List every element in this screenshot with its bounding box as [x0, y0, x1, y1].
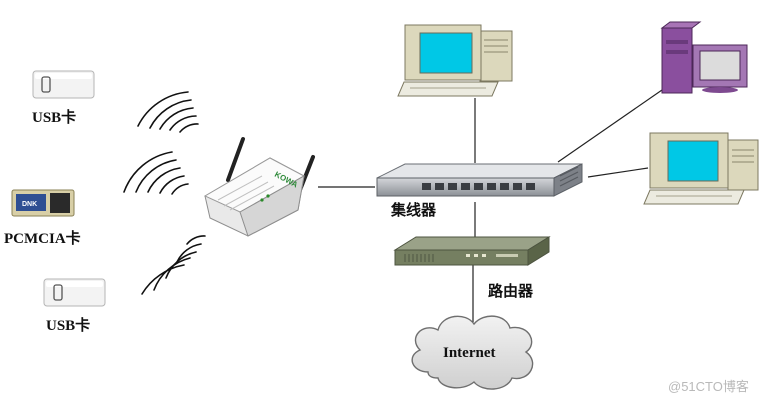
wireless-waves-middle: [123, 151, 189, 195]
hub-icon: [376, 163, 583, 197]
computer-purple-icon: [660, 21, 748, 94]
usb-card-bottom-label: USB卡: [46, 318, 91, 334]
usb-card-top-icon: [32, 70, 95, 99]
internet-label: Internet: [443, 345, 496, 361]
router-label: 路由器: [488, 284, 534, 300]
hub-label: 集线器: [391, 203, 437, 219]
wireless-waves-top: [137, 91, 199, 133]
router-icon: [393, 236, 551, 266]
watermark: @51CTO博客: [668, 379, 749, 394]
pcmcia-card-label: PCMCIA卡: [4, 231, 81, 247]
pcmcia-brand-text: DNK: [22, 201, 37, 208]
usb-card-top-label: USB卡: [32, 110, 77, 126]
internet-cloud-icon: [411, 315, 534, 390]
wireless-waves-bottom: [141, 235, 206, 295]
computer-top-icon: [397, 24, 513, 97]
computer-right-icon: [643, 132, 759, 205]
connection-lines: [318, 89, 663, 322]
usb-card-bottom-icon: [43, 278, 106, 307]
pcmcia-card-icon: DNK: [11, 189, 75, 217]
access-point-icon: KOWA: [203, 137, 315, 237]
